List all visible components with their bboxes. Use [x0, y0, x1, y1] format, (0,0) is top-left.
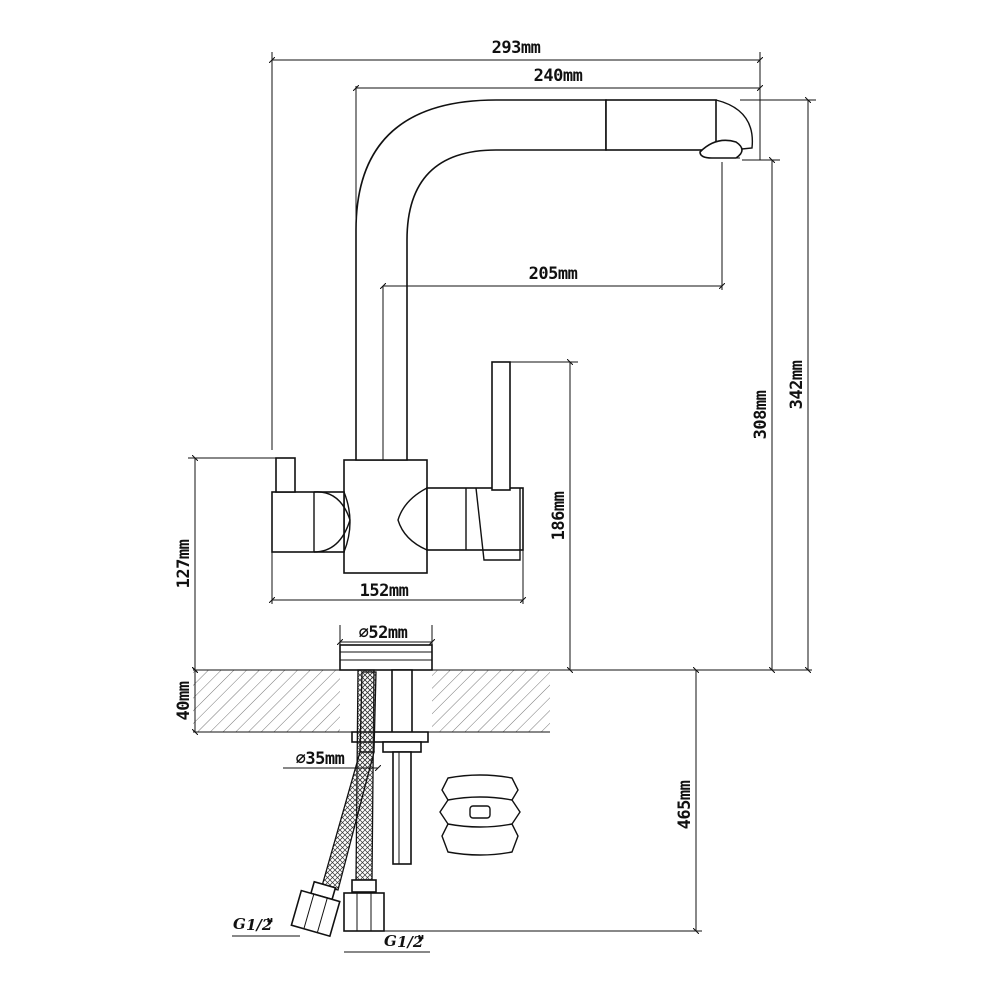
thread-left-mark: ": [266, 915, 274, 933]
flexible-hose-left: [290, 671, 377, 938]
dim-spout-reach-outer: 240mm: [534, 66, 583, 86]
dim-total-width: 293mm: [492, 38, 541, 58]
thread-right-fraction: 1/2: [397, 933, 423, 951]
dim-mounting-hole: ⌀35mm: [296, 749, 345, 769]
dim-base-diameter: ⌀52mm: [359, 623, 408, 643]
dim-handle-height: 186mm: [549, 491, 569, 540]
mounting-shank: [351, 669, 429, 865]
thread-left-fraction: 1/2: [246, 916, 272, 934]
thread-label-right: G 1/2 ": [384, 932, 425, 951]
dim-hose-length: 465mm: [675, 780, 695, 829]
thread-left-base: G: [233, 915, 246, 933]
mounting-clip: [439, 774, 521, 856]
dim-countertop-thickness: 40mm: [174, 681, 194, 720]
dim-body-height: 127mm: [174, 539, 194, 588]
countertop-section: [193, 669, 700, 733]
dimension-lines: [188, 52, 816, 953]
base-flange: [339, 644, 433, 671]
dim-spout-height: 308mm: [751, 390, 771, 439]
thread-right-base: G: [384, 932, 397, 950]
dim-body-width: 152mm: [360, 581, 409, 601]
faucet-body: [271, 361, 524, 574]
dim-spout-reach-inner: 205mm: [529, 264, 578, 284]
thread-label-left: G 1/2 ": [233, 915, 274, 934]
dim-total-height: 342mm: [787, 360, 807, 409]
spout: [355, 99, 754, 461]
thread-right-mark: ": [417, 932, 425, 950]
